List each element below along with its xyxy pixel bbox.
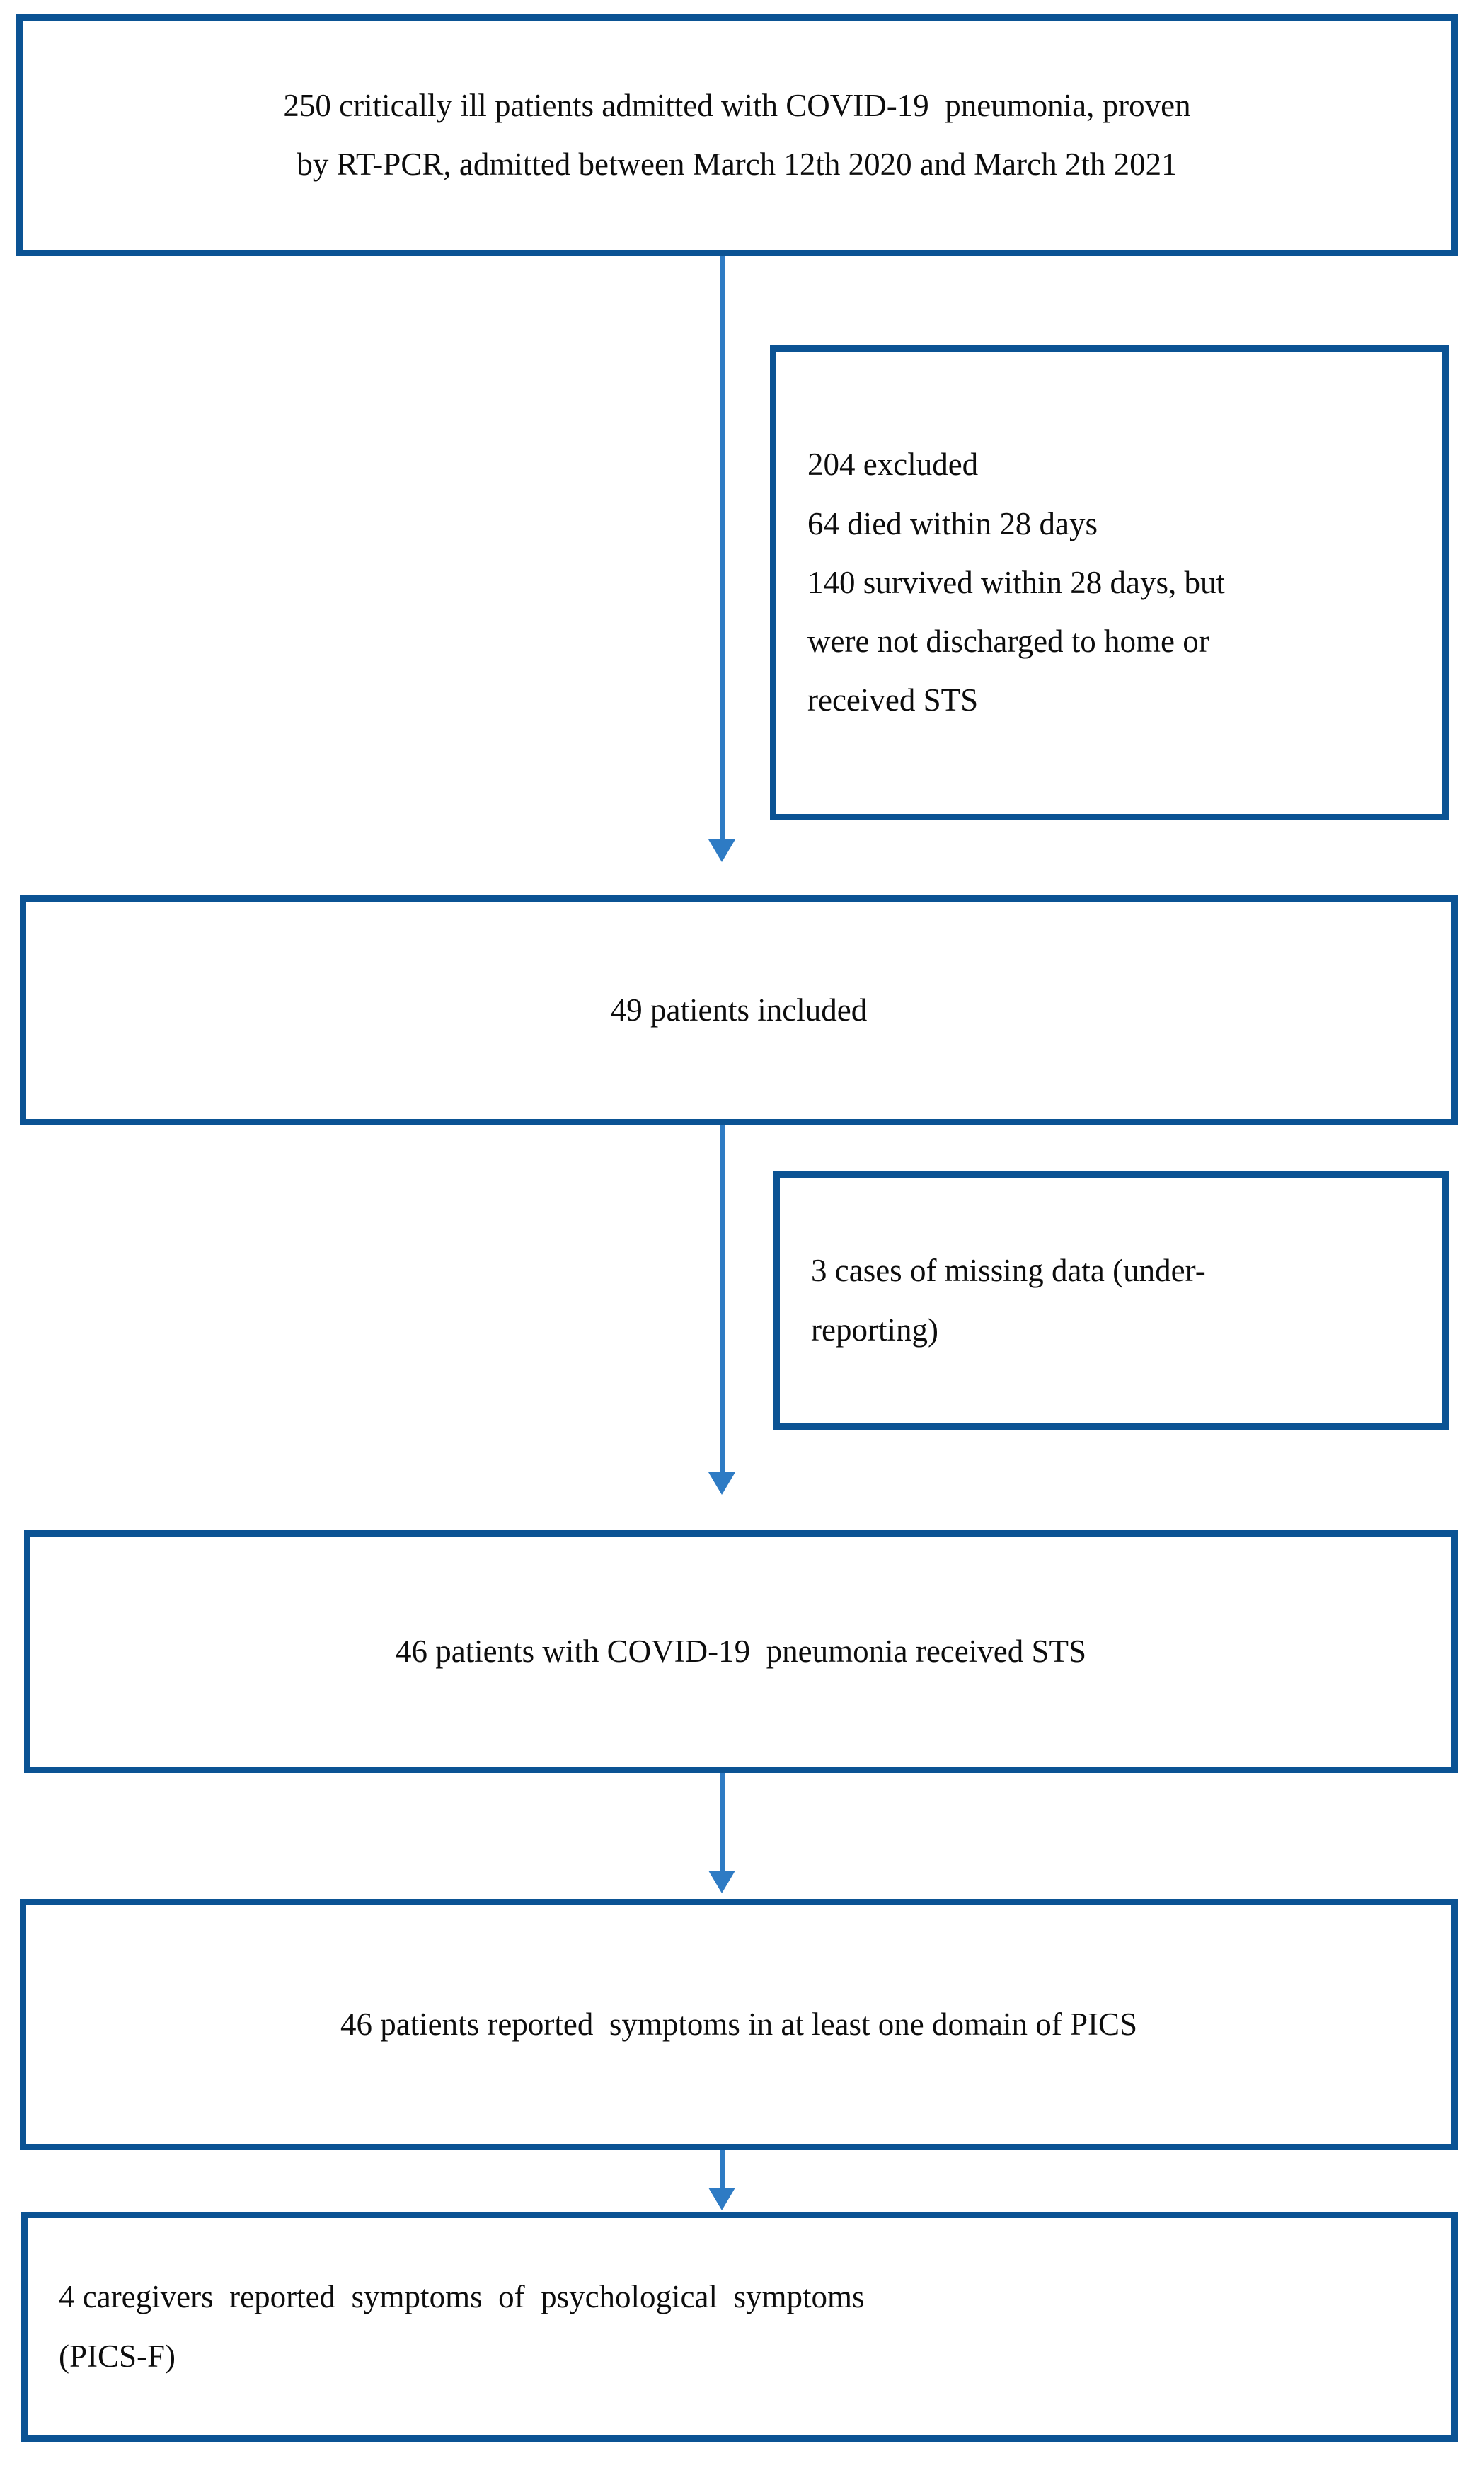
pics-symptoms-box: 46 patients reported symptoms in at leas… bbox=[20, 1899, 1458, 2150]
excluded-line-5: received STS bbox=[807, 682, 979, 718]
excluded-line-4: were not discharged to home or bbox=[807, 624, 1209, 660]
connector-received-sts-to-pics-line bbox=[720, 1773, 725, 1872]
excluded-box: 204 excluded 64 died within 28 days 140 … bbox=[770, 345, 1449, 820]
excluded-line-3: 140 survived within 28 days, but bbox=[807, 564, 1225, 600]
enrollment-line-2: by RT-PCR, admitted between March 12th 2… bbox=[297, 147, 1178, 182]
connector-enrollment-to-included-arrowhead bbox=[708, 839, 735, 862]
connector-pics-to-pics-f-arrowhead bbox=[708, 2188, 735, 2210]
excluded-line-2: 64 died within 28 days bbox=[807, 505, 1098, 541]
included-line-1: 49 patients included bbox=[610, 992, 868, 1028]
included-box: 49 patients included bbox=[20, 895, 1458, 1125]
received-sts-box: 46 patients with COVID-19 pneumonia rece… bbox=[24, 1530, 1458, 1773]
connector-included-to-received-sts-line bbox=[720, 1125, 725, 1475]
connector-received-sts-to-pics-arrowhead bbox=[708, 1871, 735, 1893]
connector-included-to-received-sts-arrowhead bbox=[708, 1472, 735, 1495]
pics-f-line-2: (PICS-F) bbox=[59, 2338, 176, 2374]
missing-data-line-1: 3 cases of missing data (under- bbox=[811, 1253, 1206, 1289]
enrollment-box: 250 critically ill patients admitted wit… bbox=[16, 14, 1458, 256]
received-sts-line-1: 46 patients with COVID-19 pneumonia rece… bbox=[395, 1633, 1087, 1669]
connector-enrollment-to-included-line bbox=[720, 256, 725, 842]
connector-pics-to-pics-f-line bbox=[720, 2150, 725, 2191]
pics-f-line-1: 4 caregivers reported symptoms of psycho… bbox=[59, 2279, 865, 2315]
excluded-line-1: 204 excluded bbox=[807, 447, 979, 483]
pics-f-box: 4 caregivers reported symptoms of psycho… bbox=[21, 2212, 1458, 2442]
missing-data-box: 3 cases of missing data (under- reportin… bbox=[773, 1171, 1449, 1430]
enrollment-line-1: 250 critically ill patients admitted wit… bbox=[283, 87, 1191, 123]
pics-symptoms-line-1: 46 patients reported symptoms in at leas… bbox=[340, 2006, 1138, 2042]
missing-data-line-2: reporting) bbox=[811, 1311, 938, 1348]
